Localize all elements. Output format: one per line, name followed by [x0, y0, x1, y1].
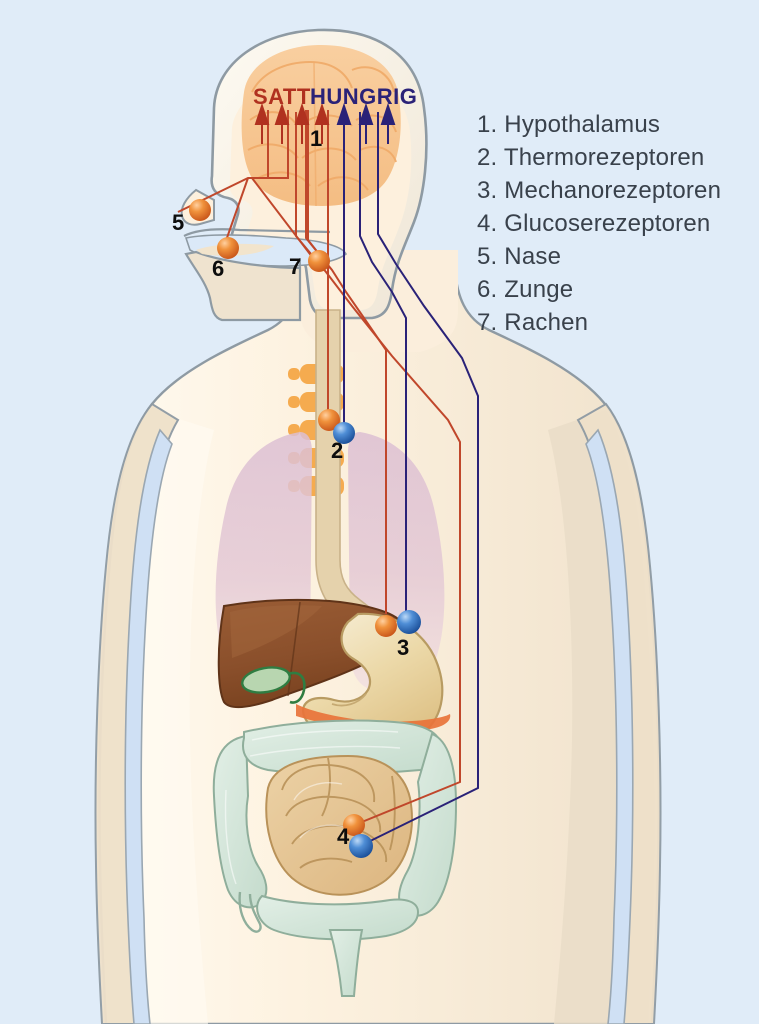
marker-label-5: 5 — [172, 210, 185, 235]
legend-list: 1. Hypothalamus 2. Thermorezeptoren 3. M… — [477, 108, 747, 339]
satiety-label: SATT — [253, 84, 311, 109]
marker-label-6: 6 — [212, 256, 225, 281]
receptor-glucose-blue — [349, 834, 373, 858]
hunger-arrows — [336, 102, 396, 144]
legend-item-zunge: 6. Zunge — [477, 276, 574, 303]
legend-item-nase: 5. Nase — [477, 243, 562, 270]
nerve-red-pathways — [177, 110, 461, 827]
marker-label-2: 2 — [331, 438, 344, 463]
receptor-mechano-orange — [375, 615, 397, 637]
marker-label-1: 1 — [310, 126, 323, 151]
receptor-thermo-blue — [333, 422, 355, 444]
receptor-glucose-orange — [343, 814, 365, 836]
marker-label-7: 7 — [289, 254, 302, 279]
nerve-blue-pathways — [343, 112, 479, 847]
receptor-spheres — [189, 199, 421, 858]
receptor-nase-orange — [189, 199, 211, 221]
small-intestine — [265, 754, 413, 896]
legend-item-thermorezeptoren: 2. Thermorezeptoren — [477, 144, 705, 171]
satiety-arrows — [254, 102, 330, 144]
legend-item-hypothalamus: 1. Hypothalamus — [477, 111, 661, 138]
receptor-thermo-orange — [318, 409, 340, 431]
marker-label-3: 3 — [397, 635, 410, 660]
gallbladder — [241, 666, 306, 704]
marker-label-4: 4 — [337, 824, 350, 849]
legend-item-mechanorezeptoren: 3. Mechanorezeptoren — [477, 177, 722, 204]
legend-item-rachen: 7. Rachen — [477, 309, 589, 336]
arms — [94, 402, 662, 1024]
hunger-label: HUNGRIG — [310, 84, 418, 109]
legend-item-glucoserezeptoren: 4. Glucoserezeptoren — [477, 210, 711, 237]
receptor-zunge-orange — [217, 237, 239, 259]
receptor-mechano-blue — [397, 610, 421, 634]
large-intestine — [212, 719, 458, 997]
receptor-rachen-orange — [308, 250, 330, 272]
